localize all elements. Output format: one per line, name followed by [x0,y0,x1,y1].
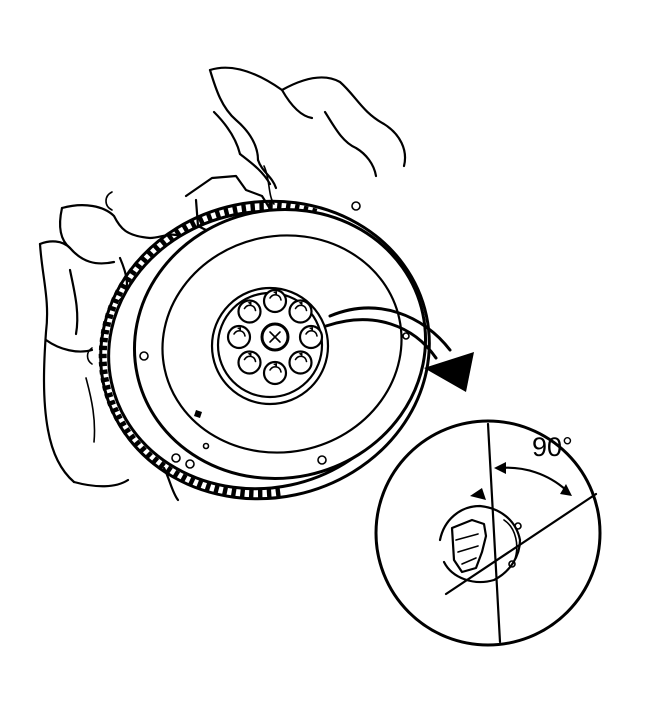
gear-tooth [138,254,148,264]
gear-tooth [114,289,124,297]
gear-tooth [179,473,188,483]
gear-tooth [99,369,108,375]
gear-tooth [137,445,147,455]
gear-tooth [165,232,174,242]
gear-tooth [98,361,108,367]
gear-tooth [213,485,220,494]
gear-tooth [127,268,137,277]
gear-tooth [250,202,256,212]
gear-tooth [268,202,273,211]
gear-tooth [144,451,153,460]
flywheel-bolt [237,299,262,324]
detail-magnifier: 90° [374,419,602,647]
gear-tooth [117,420,127,429]
flywheel-bolt [288,350,313,375]
gear-tooth [275,487,281,497]
gear-tooth [100,376,110,383]
gear-tooth [110,297,120,305]
gear-tooth [164,465,173,475]
reference-line-end [444,492,598,596]
flywheel-bolt [288,299,313,324]
gear-tooth [248,489,254,498]
gear-tooth [222,486,228,496]
gear-tooth [151,242,161,252]
gear-tooth [239,489,246,498]
gear-tooth [132,439,142,449]
gear-tooth [109,406,120,414]
gear-tooth [196,480,204,490]
gear-tooth [107,305,117,312]
gear-tooth [205,212,213,222]
gear-tooth [98,353,107,359]
gear-tooth [157,461,166,471]
detail-pointer-arrow [324,306,474,392]
engine-block-outline [38,66,407,502]
gear-tooth [150,456,160,466]
gear-tooth [158,237,167,247]
gear-tooth [189,218,197,229]
gear-tooth [259,202,264,211]
flywheel-hub [226,288,324,386]
flywheel-bolt [262,360,288,386]
flywheel-bolt [262,288,288,314]
flywheel-bolt [298,324,324,350]
gear-tooth [99,337,108,343]
gear-tooth [104,392,114,399]
gear-tooth [204,482,212,492]
gear-tooth [118,282,128,290]
flywheel-rim-holes [139,201,410,469]
gear-tooth [173,227,182,237]
gear-tooth [144,248,154,258]
flywheel-bolt [226,324,252,350]
gear-tooth [121,427,132,436]
gear-tooth [122,274,132,283]
gear-tooth [180,222,189,233]
gear-tooth [172,469,181,480]
gear-tooth [257,489,263,498]
gear-tooth [106,399,116,407]
detail-bolt-head [438,504,522,584]
gear-tooth [100,329,110,335]
angle-label: 90° [532,432,573,462]
gear-tooth [223,207,230,216]
gear-tooth [187,477,196,487]
gear-tooth [102,384,111,391]
angle-arc [498,466,568,492]
gear-tooth [266,489,272,498]
gear-tooth [113,413,123,422]
gear-tooth [104,312,114,320]
flywheel-bolt [237,350,262,375]
gear-tooth [232,205,238,214]
gear-tooth [230,488,237,497]
flywheel [132,201,428,481]
gear-tooth [126,433,136,442]
gear-tooth [214,209,221,219]
gear-tooth [197,215,205,225]
reference-line-start [486,422,502,644]
timing-mark [194,410,202,418]
gear-tooth [98,345,108,351]
detail-bolt-mark [470,488,486,500]
gear-tooth [241,203,247,213]
gear-tooth [133,261,143,270]
gear-tooth [102,321,112,327]
